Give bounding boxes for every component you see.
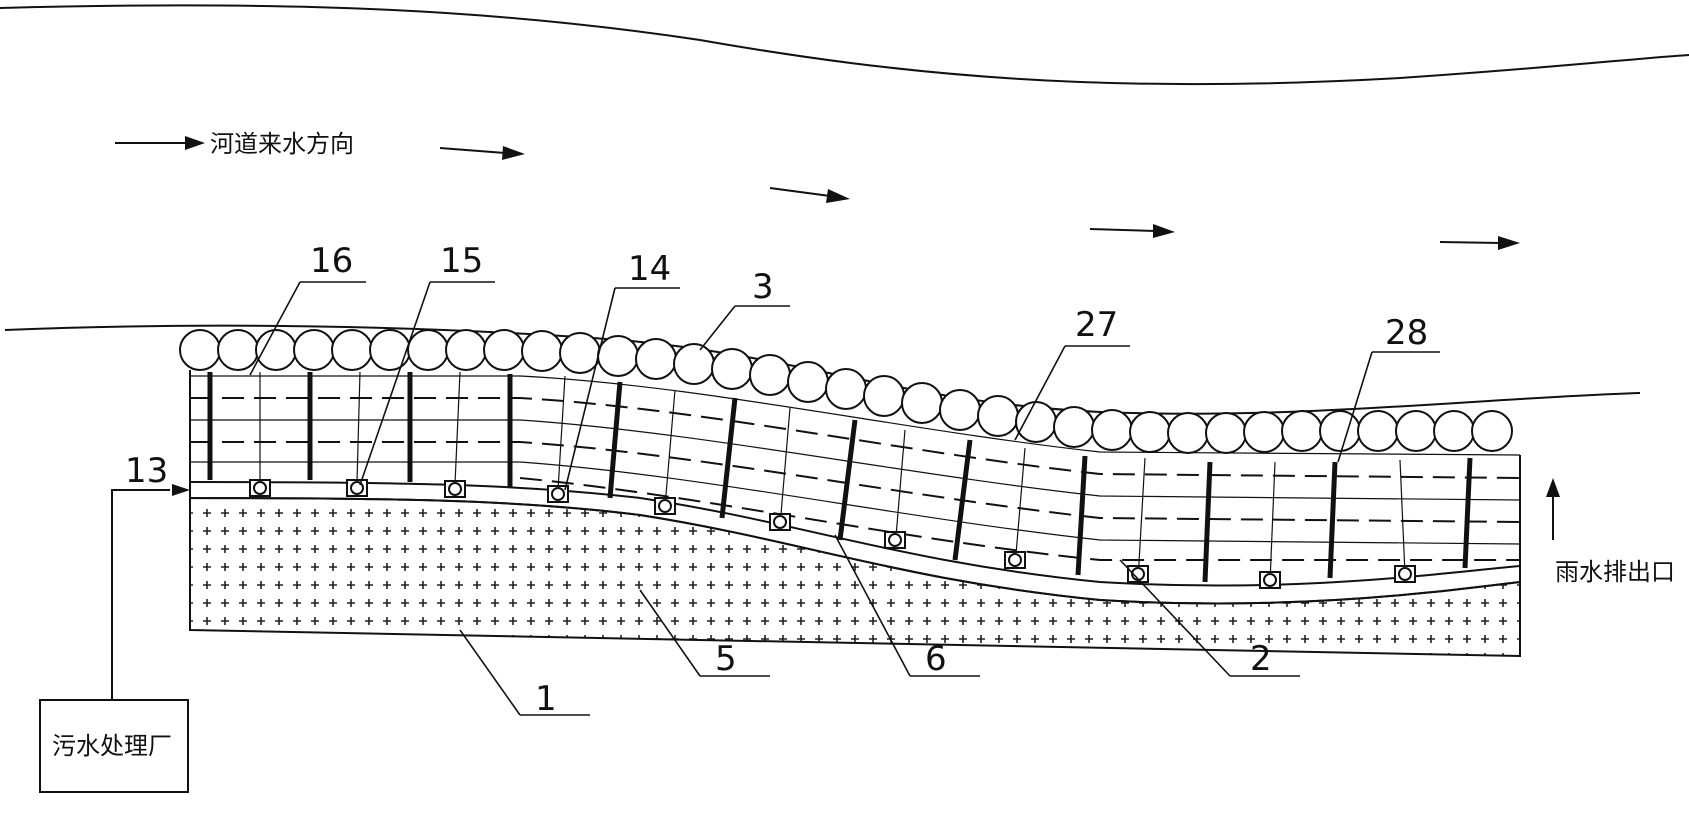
callout-15: 15 bbox=[440, 241, 483, 281]
callout-3: 3 bbox=[752, 267, 774, 307]
ground-base bbox=[189, 496, 1521, 658]
callout-28: 28 bbox=[1385, 313, 1428, 353]
leader-lines bbox=[249, 281, 1440, 716]
callout-1: 1 bbox=[535, 679, 557, 719]
river-far-bank bbox=[0, 4, 1689, 86]
callout-13: 13 bbox=[125, 451, 168, 491]
flow-direction-label: 河道来水方向 bbox=[210, 130, 354, 158]
tie-lines bbox=[259, 371, 1406, 583]
callout-14: 14 bbox=[628, 249, 671, 289]
callout-2: 2 bbox=[1250, 639, 1272, 679]
rain-outlet-arrowhead bbox=[1546, 478, 1560, 497]
vertical-posts bbox=[207, 372, 1473, 583]
treatment-plant-label: 污水处理厂 bbox=[52, 732, 172, 760]
treatment-plant-box bbox=[39, 699, 189, 793]
inflow-line bbox=[111, 489, 170, 700]
flow-arrows bbox=[115, 136, 1520, 250]
wetland-box bbox=[189, 370, 1521, 605]
callout-6: 6 bbox=[925, 639, 947, 679]
layer-lines bbox=[190, 375, 1521, 561]
rain-outlet-label: 雨水排出口 bbox=[1555, 558, 1675, 586]
callout-16: 16 bbox=[310, 241, 353, 281]
boulder-row bbox=[179, 329, 1513, 454]
callout-5: 5 bbox=[715, 639, 737, 679]
pipe-nodes bbox=[249, 479, 1416, 589]
callout-27: 27 bbox=[1075, 305, 1118, 345]
inflow-arrowhead bbox=[172, 484, 190, 496]
